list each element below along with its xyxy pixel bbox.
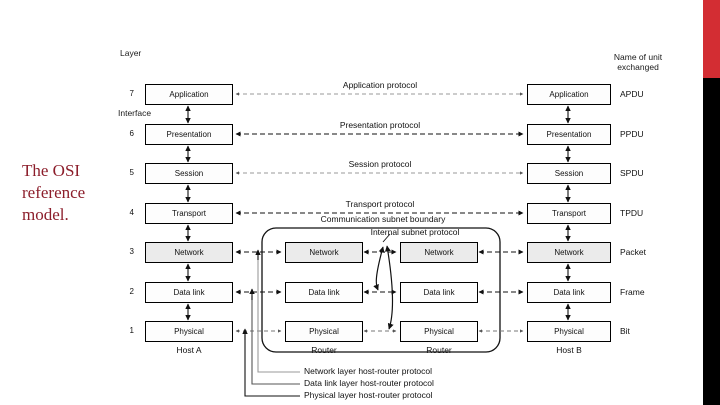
layer-number-3: 3 [129,247,134,256]
session-protocol-label: Session protocol [348,159,412,169]
host-a-layer-physical[interactable]: Physical [145,321,233,342]
layer-number-2: 2 [129,287,134,296]
host-a-layer-network[interactable]: Network [145,242,233,263]
interface-label: Interface [118,108,152,118]
host-a-layer-presentation[interactable]: Presentation [145,124,233,145]
unit-packet: Packet [620,247,646,257]
layer-number-4: 4 [129,208,134,217]
host-b-layer-data-link[interactable]: Data link [527,282,611,303]
unit-apdu: APDU [620,89,644,99]
layer-number-7: 7 [129,89,134,98]
host-b-layer-network[interactable]: Network [527,242,611,263]
unit-bit: Bit [620,326,630,336]
unit-exchanged-header-line1: Name of unit [613,52,663,62]
note-data-link-layer-host-router-protocol: Data link layer host-router protocol [304,378,434,388]
layer-number-1: 1 [129,326,134,335]
router-right-layer-physical[interactable]: Physical [400,321,478,342]
unit-spdu: SPDU [620,168,644,178]
host-a-layer-session[interactable]: Session [145,163,233,184]
router-right-layer-network[interactable]: Network [400,242,478,263]
application-protocol-label: Application protocol [342,80,418,90]
accent-bar-red [703,0,720,78]
router-left-layer-physical[interactable]: Physical [285,321,363,342]
layer-number-5: 5 [129,168,134,177]
transport-protocol-label: Transport protocol [345,199,415,209]
presentation-protocol-label: Presentation protocol [339,120,421,130]
unit-ppdu: PPDU [620,129,644,139]
router-left-layer-data-link[interactable]: Data link [285,282,363,303]
host-b-layer-transport[interactable]: Transport [527,203,611,224]
host-a-layer-data-link[interactable]: Data link [145,282,233,303]
unit-exchanged-header-line2: exchanged [617,62,659,72]
note-network-layer-host-router-protocol: Network layer host-router protocol [304,366,433,376]
internal-subnet-protocol-label: Internal subnet protocol [370,227,460,237]
layer-column-header: Layer [120,48,142,58]
host-a-caption: Host A [176,345,202,355]
layer-number-6: 6 [129,129,134,138]
note-physical-layer-host-router-protocol: Physical layer host-router protocol [304,390,433,400]
unit-tpdu: TPDU [620,208,644,218]
router-right-layer-data-link[interactable]: Data link [400,282,478,303]
host-b-layer-physical[interactable]: Physical [527,321,611,342]
communication-subnet-boundary-label: Communication subnet boundary [320,214,446,224]
host-a-layer-application[interactable]: Application [145,84,233,105]
host-a-layer-transport[interactable]: Transport [145,203,233,224]
host-b-layer-session[interactable]: Session [527,163,611,184]
router-left-caption: Router [311,345,337,355]
unit-exchanged-header: Name of unit exchanged [588,52,688,72]
host-b-layer-presentation[interactable]: Presentation [527,124,611,145]
accent-bar-black [703,78,720,405]
host-b-layer-application[interactable]: Application [527,84,611,105]
host-b-caption: Host B [556,345,582,355]
unit-frame: Frame [620,287,645,297]
page-title: The OSI reference model. [22,161,86,224]
router-left-layer-network[interactable]: Network [285,242,363,263]
router-right-caption: Router [426,345,452,355]
